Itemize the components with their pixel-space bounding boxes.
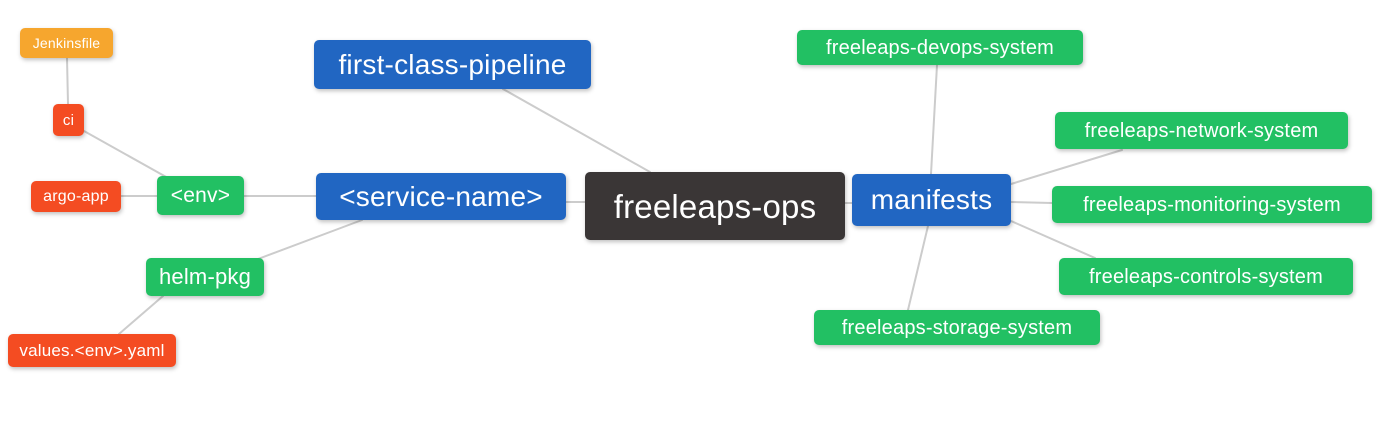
node-freeleaps-ops[interactable]: freeleaps-ops xyxy=(585,172,845,240)
node-argo-app[interactable]: argo-app xyxy=(31,181,121,212)
node-freeleaps-network-system[interactable]: freeleaps-network-system xyxy=(1055,112,1348,149)
edge-manifests-to-freeleaps-storage-system xyxy=(907,225,929,311)
edge-manifests-to-freeleaps-network-system xyxy=(1010,149,1123,185)
edge-manifests-to-freeleaps-devops-system xyxy=(930,64,938,175)
node-freeleaps-devops-system[interactable]: freeleaps-devops-system xyxy=(797,30,1083,65)
node-freeleaps-controls-system[interactable]: freeleaps-controls-system xyxy=(1059,258,1353,295)
edge-ci-to-env xyxy=(83,130,169,179)
edge-helm-pkg-to-values-env-yaml xyxy=(118,295,164,335)
edge-first-class-pipeline-to-freeleaps-ops xyxy=(502,88,651,173)
edge-jenkinsfile-to-ci xyxy=(66,57,69,105)
node-first-class-pipeline[interactable]: first-class-pipeline xyxy=(314,40,591,89)
node-env[interactable]: <env> xyxy=(157,176,244,215)
node-jenkinsfile[interactable]: Jenkinsfile xyxy=(20,28,113,58)
node-manifests[interactable]: manifests xyxy=(852,174,1011,226)
node-helm-pkg[interactable]: helm-pkg xyxy=(146,258,264,296)
edge-service-name-to-helm-pkg xyxy=(257,219,363,260)
edge-manifests-to-freeleaps-controls-system xyxy=(1010,220,1096,259)
node-ci[interactable]: ci xyxy=(53,104,84,136)
node-freeleaps-storage-system[interactable]: freeleaps-storage-system xyxy=(814,310,1100,345)
node-service-name[interactable]: <service-name> xyxy=(316,173,566,220)
edge-manifests-to-freeleaps-monitoring-system xyxy=(1010,201,1053,204)
node-freeleaps-monitoring-system[interactable]: freeleaps-monitoring-system xyxy=(1052,186,1372,223)
node-values-env-yaml[interactable]: values.<env>.yaml xyxy=(8,334,176,367)
